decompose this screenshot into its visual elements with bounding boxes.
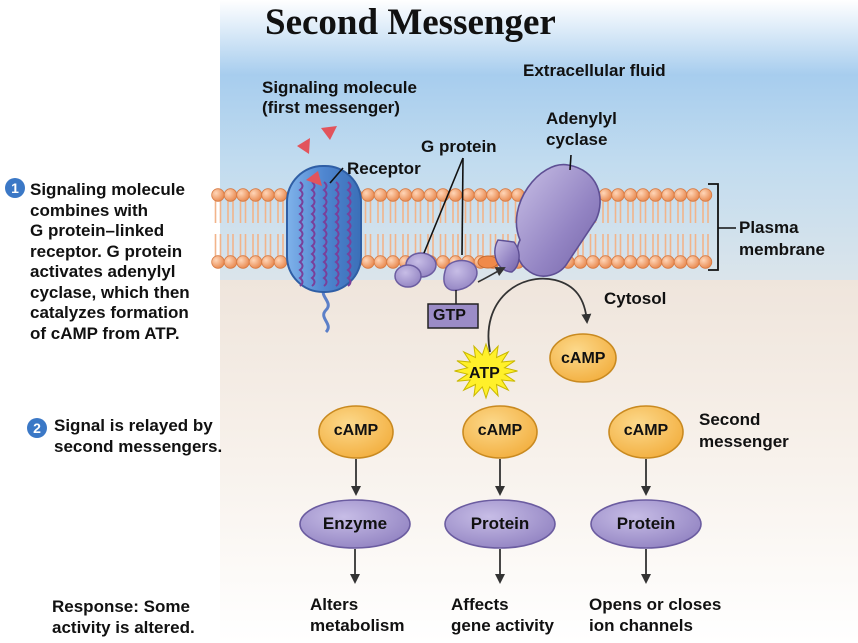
label-g-protein: G protein bbox=[421, 137, 497, 156]
label-plasma-line2: membrane bbox=[739, 240, 825, 259]
label-plasma-line1: Plasma bbox=[739, 218, 799, 237]
step-1-line: receptor. G protein bbox=[30, 241, 183, 261]
step-1-line: combines with bbox=[30, 200, 149, 220]
camp-label-col2: cAMP bbox=[477, 422, 523, 439]
protein-label-col2: Protein bbox=[470, 514, 530, 533]
membrane-bracket bbox=[708, 183, 719, 271]
step-1-line: activates adenylyl bbox=[30, 262, 176, 281]
atp-starburst bbox=[454, 342, 518, 400]
step-1-line: G protein–linked bbox=[30, 221, 165, 240]
outcome-line: Alters bbox=[310, 595, 359, 614]
label-extracellular-fluid: Extracellular fluid bbox=[523, 61, 666, 80]
label-receptor: Receptor bbox=[347, 159, 421, 178]
label-cytosol: Cytosol bbox=[604, 289, 667, 308]
label-second-messenger-line1: Second bbox=[699, 410, 761, 429]
outcome-line: Affects bbox=[451, 595, 509, 614]
outcome-col2: Affects gene activity bbox=[451, 594, 554, 636]
step-2-badge: 2 bbox=[27, 418, 47, 438]
outcome-line: ion channels bbox=[589, 616, 693, 635]
outcome-line: metabolism bbox=[310, 616, 405, 635]
signal-molecule-triangle bbox=[297, 138, 310, 154]
outcome-col1: Alters metabolism bbox=[310, 594, 404, 636]
column-1 bbox=[299, 405, 411, 584]
label-adenylyl-line1: Adenylyl bbox=[546, 109, 617, 128]
camp-label-col3: cAMP bbox=[623, 422, 669, 439]
step-1-line: Signaling molecule bbox=[30, 180, 185, 199]
outcome-line: Opens or closes bbox=[589, 595, 722, 614]
column-2 bbox=[444, 405, 556, 584]
step-1-line: catalyzes formation bbox=[30, 303, 189, 322]
adenylyl-cyclase bbox=[494, 163, 601, 277]
outcome-line: gene activity bbox=[451, 616, 554, 635]
page-title: Second Messenger bbox=[265, 2, 556, 43]
camp-cytosol bbox=[549, 333, 617, 383]
cytosol-background bbox=[150, 280, 858, 643]
response-line: activity is altered. bbox=[52, 618, 195, 637]
receptor-protein bbox=[286, 165, 362, 293]
bound-signal-molecule bbox=[306, 171, 322, 186]
step-1-text: Signaling molecule combines with G prote… bbox=[30, 180, 190, 344]
label-camp-cytosol: cAMP bbox=[561, 350, 606, 367]
step-2-text: Signal is relayed by second messengers. bbox=[54, 416, 222, 457]
step-1-line: of cAMP from ATP. bbox=[30, 323, 180, 343]
camp-label-col1: cAMP bbox=[333, 422, 379, 439]
signal-molecule-triangle bbox=[321, 126, 337, 140]
enzyme-label: Enzyme bbox=[322, 514, 388, 533]
response-line: Response: Some bbox=[52, 597, 190, 616]
protein-label-col3: Protein bbox=[616, 514, 676, 533]
outcome-col3: Opens or closes ion channels bbox=[589, 594, 721, 636]
response-text: Response: Some activity is altered. bbox=[52, 596, 195, 638]
column-3 bbox=[590, 405, 702, 584]
label-signaling-molecule-line2: (first messenger) bbox=[262, 98, 400, 117]
step-2-line: second messengers. bbox=[54, 436, 223, 456]
step-1-line: cyclase, which then bbox=[30, 282, 190, 302]
label-second-messenger-line2: messenger bbox=[699, 432, 789, 451]
label-gtp: GTP bbox=[433, 307, 466, 324]
label-signaling-molecule-line1: Signaling molecule bbox=[262, 78, 417, 97]
label-atp: ATP bbox=[469, 365, 500, 382]
receptor-tail bbox=[321, 287, 330, 334]
gtp-box bbox=[427, 303, 479, 329]
g-protein bbox=[394, 252, 499, 292]
step-2-line: Signal is relayed by bbox=[54, 416, 213, 435]
label-adenylyl-line2: cyclase bbox=[546, 130, 608, 149]
step-1-badge: 1 bbox=[5, 178, 25, 198]
